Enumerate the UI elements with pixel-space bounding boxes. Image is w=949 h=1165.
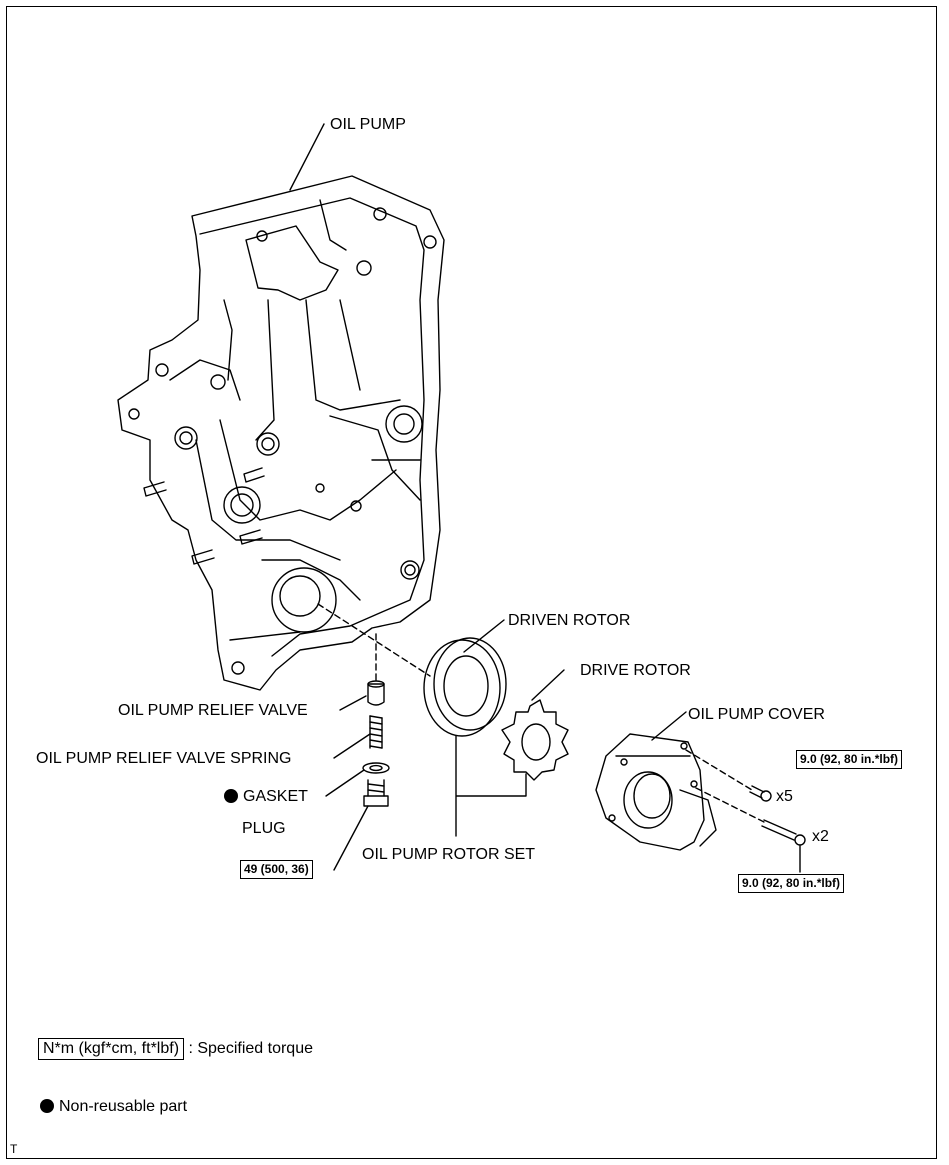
label-rotor-set: OIL PUMP ROTOR SET (362, 846, 536, 863)
label-plug: PLUG (242, 820, 286, 837)
label-driven-rotor: DRIVEN ROTOR (508, 612, 631, 629)
label-gasket-text: GASKET (243, 788, 308, 805)
label-gasket: GASKET (224, 788, 308, 806)
legend-dot-icon (40, 1099, 54, 1113)
oil-pump-cover-part (595, 733, 717, 851)
leader-relief-valve (339, 695, 367, 711)
relief-valve-spring-part (369, 715, 383, 749)
torque-cover-bolt-short: 9.0 (92, 80 in.*lbf) (796, 750, 903, 769)
leader-oil-pump (289, 123, 325, 191)
leader-gasket (325, 769, 365, 797)
label-oil-pump-cover: OIL PUMP COVER (688, 706, 825, 723)
nonreusable-dot-icon (224, 789, 238, 803)
label-relief-valve-spring: OIL PUMP RELIEF VALVE SPRING (36, 750, 292, 767)
label-count-x2: x2 (812, 828, 829, 845)
cover-bolt-line-lower (695, 787, 765, 823)
label-relief-valve: OIL PUMP RELIEF VALVE (118, 702, 308, 719)
label-count-x5: x5 (776, 788, 793, 805)
leader-plug-torque (333, 805, 369, 871)
legend-nonreusable-text: Non-reusable part (59, 1098, 188, 1115)
driven-rotor-part (423, 637, 507, 737)
gasket-part (362, 762, 390, 774)
oil-pump-body (117, 175, 445, 691)
relief-valve-part (367, 680, 385, 706)
legend-torque-text: : Specified torque (188, 1040, 313, 1057)
legend-nonreusable: Non-reusable part (40, 1098, 187, 1116)
label-drive-rotor: DRIVE ROTOR (580, 662, 691, 679)
drive-rotor-part (501, 699, 569, 781)
leader-drive-rotor (531, 669, 565, 701)
legend-torque: N*m (kgf*cm, ft*lbf) : Specified torque (38, 1038, 313, 1060)
corner-mark: T (10, 1142, 18, 1156)
label-oil-pump: OIL PUMP (330, 116, 406, 133)
torque-plug: 49 (500, 36) (240, 860, 313, 879)
legend-torque-box: N*m (kgf*cm, ft*lbf) (38, 1038, 185, 1060)
diagram-frame (6, 6, 937, 1159)
leader-relief-spring (333, 733, 371, 759)
cover-bolt-line-upper (685, 749, 753, 791)
leader-cover (651, 711, 687, 741)
cover-bolt-short (749, 785, 772, 802)
leader-rotor-set (455, 735, 527, 837)
plug-part (363, 779, 389, 807)
leader-driven-rotor (463, 619, 505, 653)
torque-cover-bolt-long: 9.0 (92, 80 in.*lbf) (738, 874, 845, 893)
rotor-axis-line (317, 603, 431, 677)
cover-bolt-long (761, 819, 806, 846)
